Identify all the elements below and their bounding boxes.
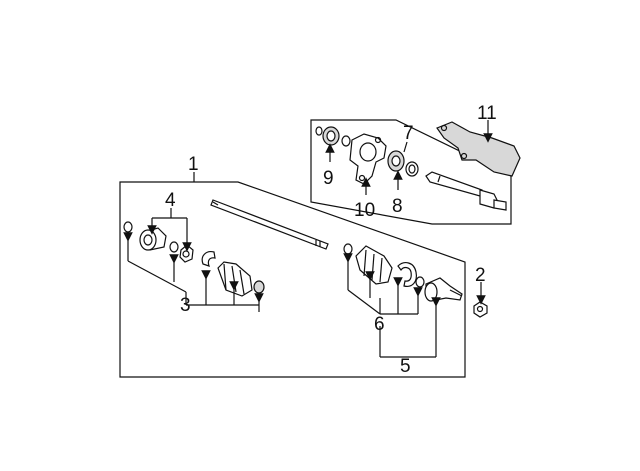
heat-shield <box>436 121 521 177</box>
small-washer-upper <box>341 135 351 147</box>
callout-8: 8 <box>392 196 403 217</box>
outer-cv-joint <box>139 227 167 251</box>
snap-ring-inner <box>415 276 425 288</box>
boot-band-left <box>201 251 216 267</box>
callout-9: 9 <box>323 168 334 189</box>
callout-6-bracket <box>343 253 423 315</box>
axle-nut <box>473 301 488 318</box>
callout-7: 7 <box>403 123 414 144</box>
upper-snap-ring <box>315 126 323 136</box>
callout-3-bracket <box>123 232 264 312</box>
snap-ring-upper <box>405 161 419 177</box>
main-assembly-frame <box>119 181 466 378</box>
bearing-support <box>349 133 387 185</box>
support-bearing <box>387 150 405 172</box>
intermediate-shaft-frame <box>310 119 512 225</box>
callout-6: 6 <box>374 314 385 335</box>
outer-boot <box>217 261 253 297</box>
inner-cv-joint <box>424 277 463 302</box>
tripod-joint <box>179 244 194 263</box>
callout-3: 3 <box>180 295 191 316</box>
snap-ring-right <box>343 243 353 255</box>
callout-7-leader <box>403 141 408 153</box>
washer <box>169 241 179 253</box>
callout-10: 10 <box>354 200 375 221</box>
boot-band-right <box>397 262 417 287</box>
boot-band-small <box>253 280 265 294</box>
callout-5-bracket <box>379 297 441 358</box>
intermediate-shaft <box>425 171 507 211</box>
callout-5: 5 <box>400 356 411 377</box>
callout-11: 11 <box>477 103 497 124</box>
axle-shaft <box>210 199 329 250</box>
callout-4: 4 <box>165 190 176 211</box>
callout-1: 1 <box>188 154 199 175</box>
dust-seal <box>322 126 340 146</box>
callout-2: 2 <box>475 265 486 286</box>
callout-4-bracket <box>147 208 192 252</box>
inner-boot <box>355 245 393 285</box>
snap-ring-left <box>123 221 133 233</box>
